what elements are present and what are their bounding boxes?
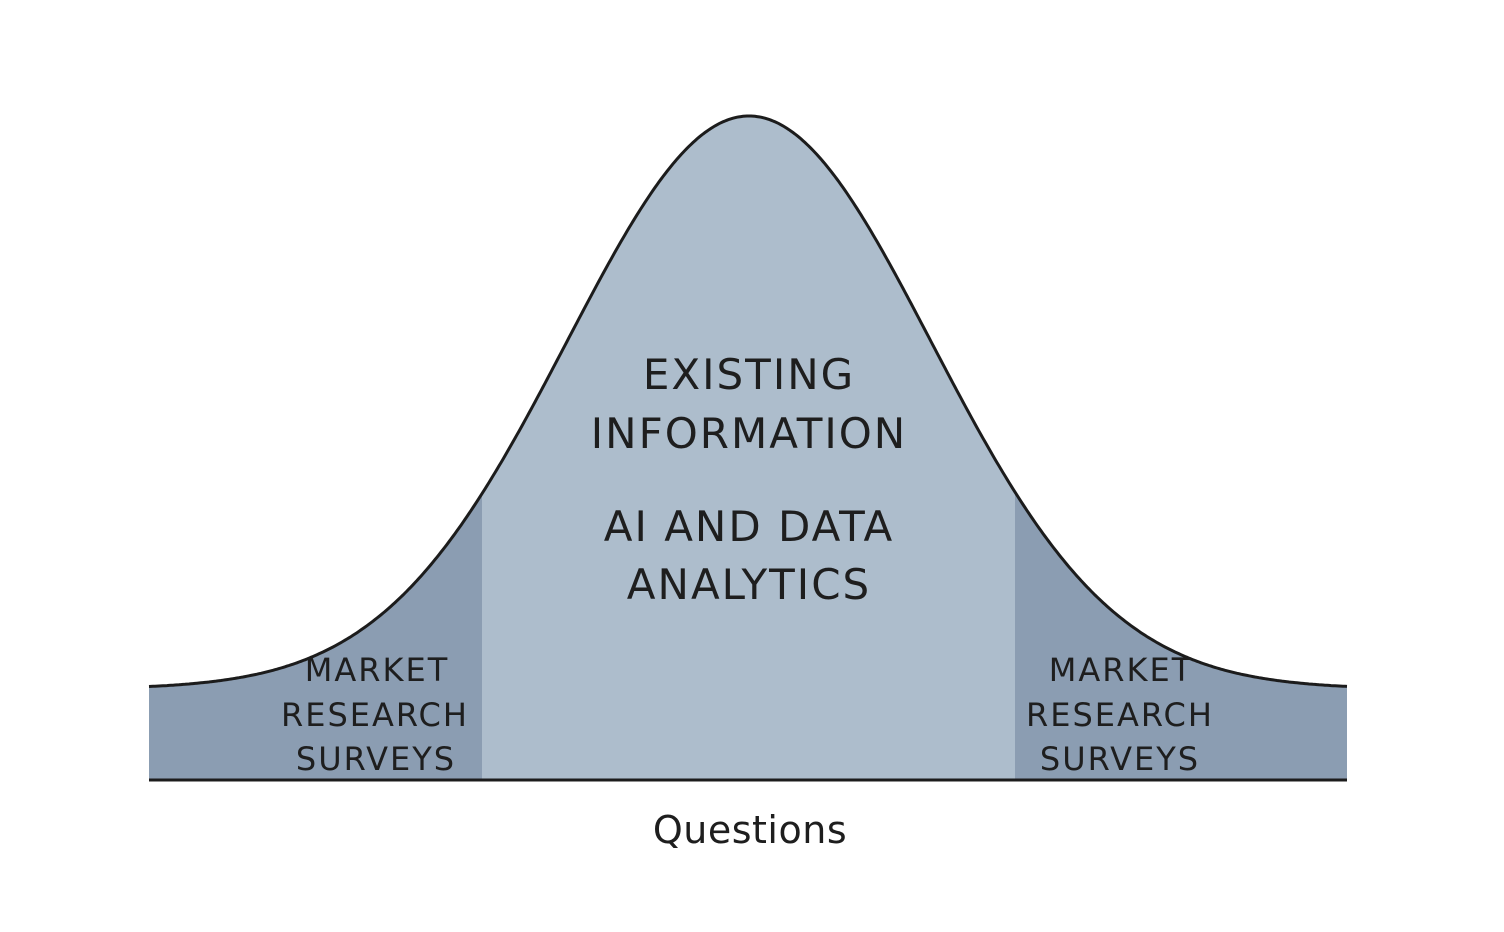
center-region (482, 116, 1015, 780)
bell-curve-outline (148, 114, 1348, 688)
left-tail-label-line-3: SURVEYS (296, 740, 456, 778)
x-axis-label: Questions (653, 808, 847, 852)
center-label-line-3: AI AND DATA (604, 502, 895, 551)
center-label-line-1: EXISTING (643, 350, 855, 399)
right-tail-label-line-3: SURVEYS (1040, 740, 1200, 778)
left-tail-label-line-2: RESEARCH (281, 696, 469, 734)
center-label-line-2: INFORMATION (591, 409, 907, 458)
center-label-line-4: ANALYTICS (627, 560, 871, 609)
right-tail-label-line-2: RESEARCH (1026, 696, 1214, 734)
left-tail-label-line-1: MARKET (305, 651, 449, 689)
right-tail-label-line-1: MARKET (1049, 651, 1193, 689)
right-tail-region (1015, 492, 1347, 780)
left-tail-region (149, 493, 482, 780)
